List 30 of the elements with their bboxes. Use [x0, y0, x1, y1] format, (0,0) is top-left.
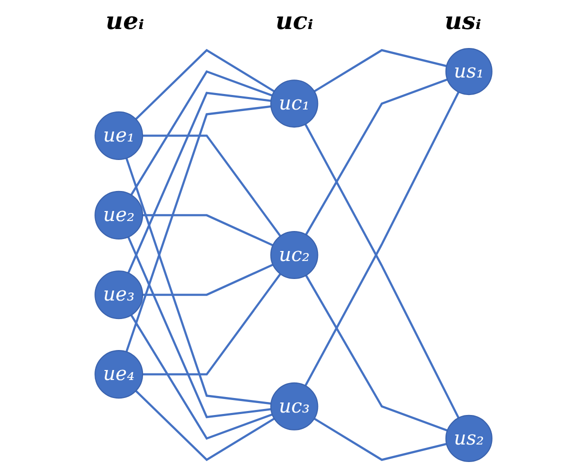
node-circle: ue₄ — [94, 350, 144, 399]
connector — [127, 236, 272, 418]
connector — [125, 158, 272, 405]
node-circle: ue₁ — [94, 111, 144, 160]
connector — [127, 92, 272, 274]
connector — [305, 274, 448, 432]
connector — [142, 214, 274, 246]
connector — [130, 314, 273, 440]
connector — [130, 70, 273, 196]
connector — [304, 124, 460, 418]
connector — [314, 418, 447, 461]
connector — [142, 273, 282, 376]
node-circle: ue₂ — [94, 190, 144, 240]
connector — [135, 48, 275, 120]
node-circle: uc₃ — [270, 382, 318, 430]
node-circle: ue₃ — [94, 270, 144, 320]
node-circle: us₁ — [445, 48, 492, 96]
connector — [305, 78, 448, 236]
connector — [314, 49, 447, 92]
column-heading: usᵢ — [444, 6, 482, 37]
node-circle: uc₁ — [270, 80, 318, 128]
connector — [304, 92, 460, 386]
connector — [142, 264, 274, 296]
connector — [125, 105, 272, 352]
node-circle: us₂ — [445, 414, 492, 462]
column-heading: ueᵢ — [106, 6, 144, 37]
node-circle: uc₂ — [270, 231, 318, 279]
connector — [142, 134, 282, 237]
connector — [135, 390, 275, 462]
column-heading: ucᵢ — [275, 6, 314, 37]
